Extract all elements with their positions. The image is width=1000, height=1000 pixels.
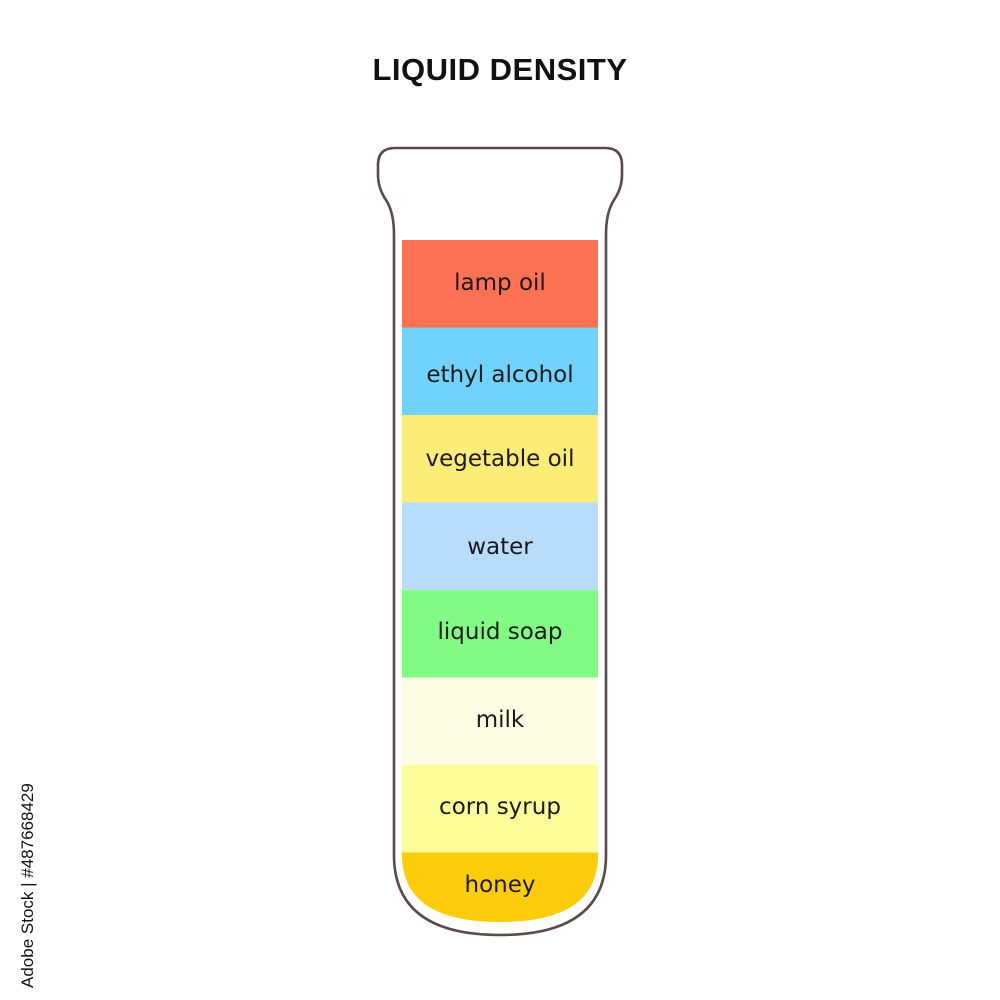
stock-id-label: Adobe Stock | #487668429 <box>18 783 37 988</box>
layer-ethyl-alcohol <box>402 327 598 416</box>
layer-label-water: water <box>467 534 533 560</box>
layer-corn-syrup <box>402 765 598 853</box>
layer-water <box>402 502 598 591</box>
test-tube-outline <box>376 146 624 937</box>
layer-milk <box>402 677 598 766</box>
layer-label-liquid-soap: liquid soap <box>437 619 562 645</box>
layer-vegetable-oil <box>402 415 598 503</box>
layer-label-corn-syrup: corn syrup <box>439 794 561 820</box>
layer-label-lamp-oil: lamp oil <box>454 270 546 296</box>
liquid-layers <box>402 240 598 922</box>
layer-label-ethyl-alcohol: ethyl alcohol <box>426 362 573 388</box>
layer-label-vegetable-oil: vegetable oil <box>426 446 575 472</box>
layer-liquid-soap <box>402 590 598 678</box>
layer-lamp-oil <box>402 240 598 328</box>
layer-labels: lamp oil ethyl alcohol vegetable oil water l… <box>426 270 575 898</box>
stock-id-text: Adobe Stock | #487668429 <box>18 783 37 988</box>
layer-label-honey: honey <box>465 872 536 898</box>
layer-label-milk: milk <box>476 707 525 733</box>
diagram-title: LIQUID DENSITY <box>372 52 628 87</box>
